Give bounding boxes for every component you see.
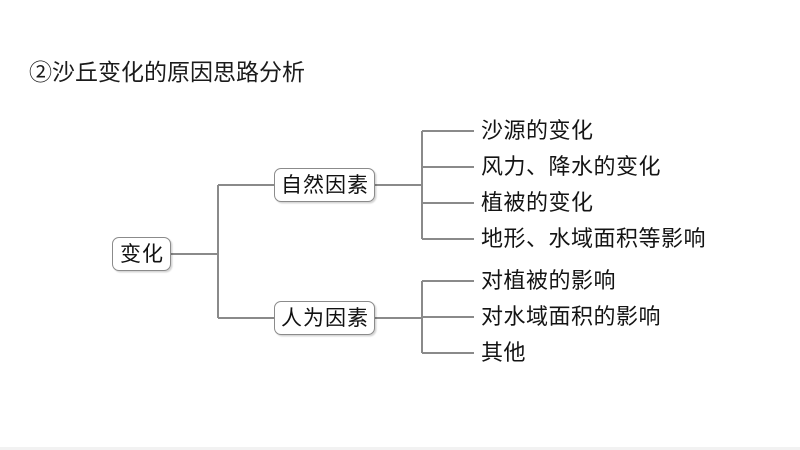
leaf-human-2: 对水域面积的影响 bbox=[481, 304, 662, 329]
node-natural-factors-label: 自然因素 bbox=[281, 172, 369, 197]
bottom-edge-strip bbox=[0, 447, 800, 450]
leaf-human-3: 其他 bbox=[481, 340, 527, 365]
leaf-natural-1: 沙源的变化 bbox=[481, 118, 594, 143]
node-root[interactable]: 变化 bbox=[112, 237, 171, 271]
node-root-label: 变化 bbox=[120, 241, 164, 266]
leaf-natural-4: 地形、水域面积等影响 bbox=[481, 226, 707, 251]
leaf-natural-2: 风力、降水的变化 bbox=[481, 154, 662, 179]
leaf-natural-3: 植被的变化 bbox=[481, 190, 594, 215]
node-natural-factors[interactable]: 自然因素 bbox=[274, 168, 375, 202]
node-human-factors-label: 人为因素 bbox=[281, 305, 369, 330]
page-title: ②沙丘变化的原因思路分析 bbox=[29, 60, 305, 85]
leaf-human-1: 对植被的影响 bbox=[481, 268, 617, 293]
node-human-factors[interactable]: 人为因素 bbox=[274, 301, 375, 335]
